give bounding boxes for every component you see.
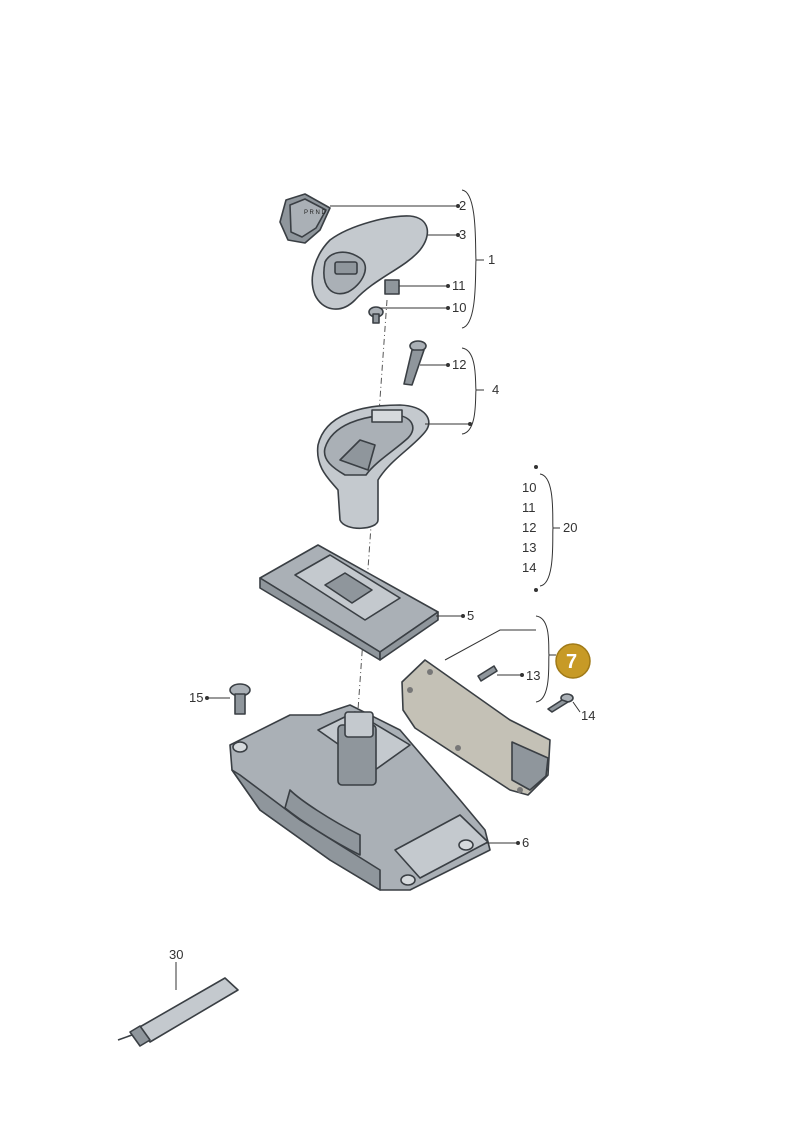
badge-7[interactable]: 7 [555, 643, 591, 679]
group-label-10: 10 [522, 480, 536, 495]
badge-circle[interactable] [555, 643, 591, 679]
part-11-clip[interactable] [384, 279, 400, 295]
label-11: 11 [452, 278, 466, 293]
label-14: 14 [581, 708, 595, 723]
label-3: 3 [459, 227, 466, 242]
label-13: 13 [526, 668, 540, 683]
part-2-button[interactable]: P R N D [279, 193, 331, 244]
part-12-bolt[interactable] [403, 340, 427, 386]
label-4: 4 [492, 382, 499, 397]
label-10: 10 [452, 300, 466, 315]
label-6: 6 [522, 835, 529, 850]
part-10-screw[interactable] [368, 306, 384, 324]
group-label-11: 11 [522, 500, 536, 515]
badge-label: 7 [566, 651, 577, 673]
label-5: 5 [467, 608, 474, 623]
part-7-control-module[interactable] [401, 659, 551, 796]
svg-text:P R N D: P R N D [304, 210, 327, 216]
label-30: 30 [169, 947, 183, 962]
group-label-12: 12 [522, 520, 536, 535]
label-2: 2 [459, 198, 466, 213]
part-4-lever-body[interactable] [316, 404, 430, 530]
group-label-13: 13 [522, 540, 536, 555]
part-13-pin[interactable] [477, 665, 498, 682]
part-5-cover-plate[interactable] [259, 544, 439, 661]
part-14-screw[interactable] [547, 693, 574, 713]
part-3-knob-cap[interactable] [311, 215, 429, 310]
label-1: 1 [488, 252, 495, 267]
callouts: 2 3 11 10 1 12 4 10 11 12 13 14 20 [169, 189, 595, 990]
label-12: 12 [452, 357, 466, 372]
part-30-grease-tube[interactable] [117, 977, 239, 1047]
group-label-14: 14 [522, 560, 536, 575]
part-15-bolt[interactable] [229, 683, 251, 715]
group-label-20: 20 [563, 520, 577, 535]
part-6-shifter-housing[interactable] [229, 704, 491, 891]
label-15: 15 [189, 690, 203, 705]
